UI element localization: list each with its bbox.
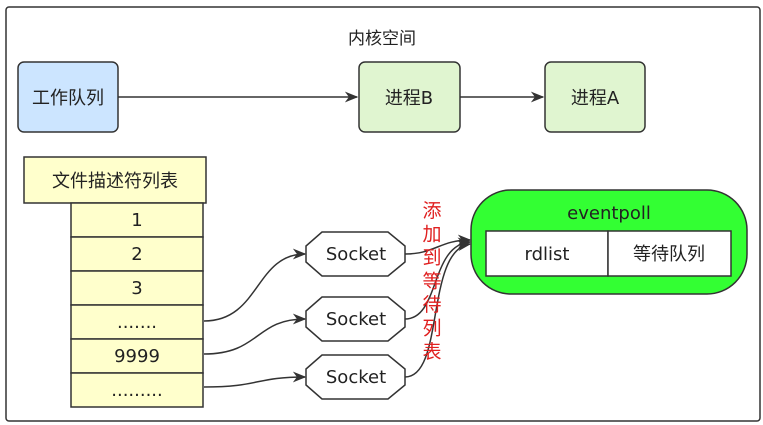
socket-3-label: Socket xyxy=(326,367,386,388)
fd-table-title: 文件描述符列表 xyxy=(52,171,178,192)
annotation-char-1: 添 xyxy=(422,200,441,222)
fd-row-3 xyxy=(70,270,204,306)
eventpoll-wait-queue-cell xyxy=(607,230,732,277)
socket-1-label: Socket xyxy=(326,244,386,265)
link-fd-to-socket-3 xyxy=(203,371,307,388)
fd-row-4 xyxy=(70,304,204,340)
socket-links xyxy=(203,234,472,388)
link-fd-to-socket-2 xyxy=(203,313,307,355)
fd-row-5-label: 9999 xyxy=(114,346,160,367)
socket-2: Socket xyxy=(305,296,406,342)
eventpoll-rdlist-label: rdlist xyxy=(525,244,570,265)
process-a-box xyxy=(544,61,646,133)
fd-table-rows: 1 2 3....... 9999......... xyxy=(70,202,204,408)
fd-row-6-label: ......... xyxy=(111,380,163,401)
socket-2-shape xyxy=(305,296,406,342)
fd-row-5 xyxy=(70,338,204,374)
work-queue-label: 工作队列 xyxy=(32,88,104,109)
annotation-char-7: 表 xyxy=(422,341,441,363)
kernel-space-title: 内核空间 xyxy=(348,29,416,49)
fd-row-6 xyxy=(70,372,204,408)
process-b-label: 进程B xyxy=(385,88,433,109)
socket-2-label: Socket xyxy=(326,309,386,330)
socket-3-shape xyxy=(305,354,406,400)
fd-row-4-label: ....... xyxy=(117,312,157,333)
eventpoll-wait-queue-label: 等待队列 xyxy=(633,244,705,265)
socket-3: Socket xyxy=(305,354,406,400)
annotation-char-3: 到 xyxy=(422,247,441,269)
link-fd-to-socket-1 xyxy=(203,248,307,322)
fd-table-header xyxy=(23,156,207,204)
fd-row-1 xyxy=(70,202,204,238)
fd-row-1-label: 1 xyxy=(131,210,142,231)
annotation-char-6: 列 xyxy=(422,318,441,340)
link-socket-3-to-eventpoll xyxy=(404,240,472,378)
annotation-char-2: 加 xyxy=(422,224,441,246)
fd-row-2 xyxy=(70,236,204,272)
socket-1-shape xyxy=(305,231,406,277)
process-a-label: 进程A xyxy=(571,88,620,109)
fd-row-2-label: 2 xyxy=(131,244,142,265)
annotation-char-4: 等 xyxy=(422,271,441,293)
annotation-char-5: 待 xyxy=(422,294,441,316)
eventpoll-title: eventpoll xyxy=(567,203,651,224)
socket-1: Socket xyxy=(305,231,406,277)
fd-row-3-label: 3 xyxy=(131,278,142,299)
